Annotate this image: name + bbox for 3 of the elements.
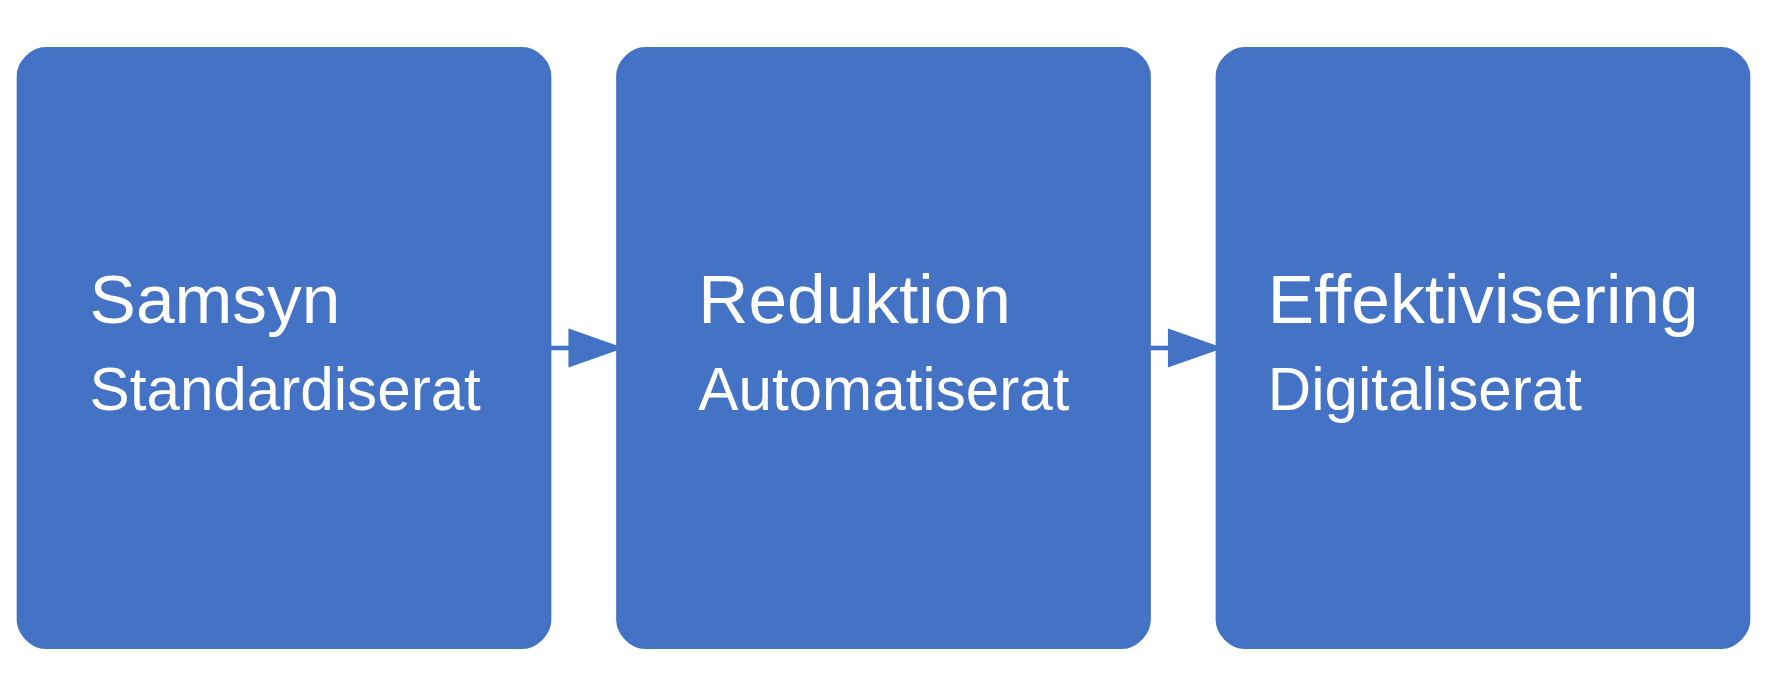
node-box: Reduktion Automatiserat <box>616 46 1151 649</box>
node-box: Effektivisering Digitaliserat <box>1215 46 1751 649</box>
node-box: Samsyn Standardiserat <box>16 46 552 649</box>
